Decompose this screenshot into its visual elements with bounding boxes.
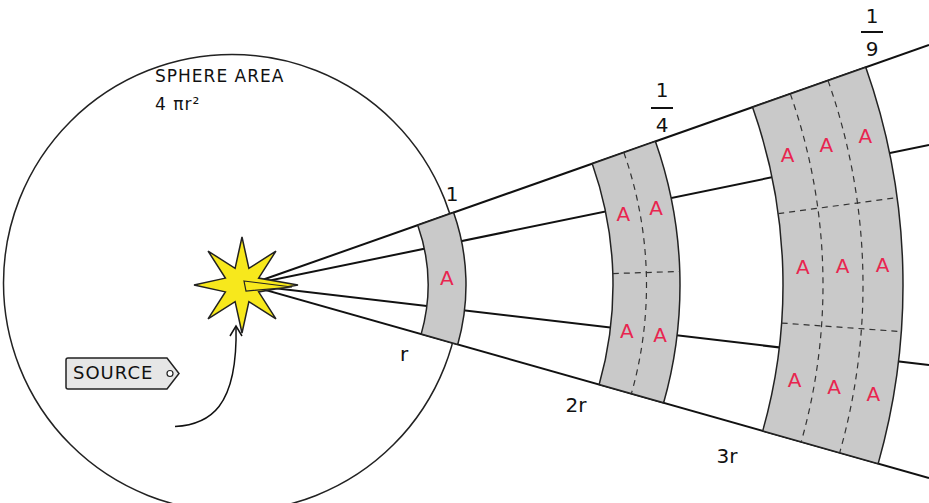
- area-letter: A: [653, 324, 667, 347]
- area-letter: A: [859, 125, 873, 148]
- source-tag: SOURCE: [65, 357, 180, 390]
- fraction-bar: [861, 31, 883, 33]
- outline: [2, 53, 462, 503]
- sphere-outline: [4, 55, 461, 503]
- sphere-circle: SPHERE AREA 4 πr² SOURCE: [2, 53, 462, 503]
- area-letter: A: [620, 320, 634, 343]
- area-letter: A: [649, 197, 663, 220]
- intensity-label: 1: [446, 183, 459, 206]
- intensity-label: 4: [656, 114, 669, 137]
- light-source-star: [194, 237, 298, 333]
- star-shape: [194, 237, 298, 333]
- area-letter: A: [876, 254, 890, 277]
- patch-outline: [418, 213, 466, 345]
- intensity-label: 9: [866, 38, 879, 61]
- area-letter: A: [788, 369, 802, 392]
- distance-label: r: [400, 343, 408, 366]
- area-letter: A: [827, 376, 841, 399]
- leader-arrow: [175, 326, 242, 427]
- grid-line: [624, 153, 647, 394]
- area-letter: A: [867, 383, 881, 406]
- distance-label: 2r: [566, 394, 587, 417]
- area-letter: A: [440, 267, 454, 290]
- intensity-label: 1: [866, 5, 879, 28]
- light-rays: [248, 45, 929, 478]
- area-letter: A: [820, 134, 834, 157]
- patch-outline: [753, 67, 903, 463]
- outline: [589, 138, 683, 406]
- tag-outline: [66, 358, 179, 389]
- formula-text: SPHERE AREA: [155, 67, 284, 87]
- tag-label: SOURCE: [73, 363, 153, 384]
- area-patch: A: [414, 209, 469, 348]
- area-letter: A: [836, 255, 850, 278]
- grid-line: [778, 198, 897, 214]
- patch-outline: [592, 141, 680, 402]
- intensity-label: 1: [656, 79, 669, 102]
- area-letter: A: [796, 256, 810, 279]
- area-patch: AAAA: [589, 138, 683, 406]
- star-spike: [244, 281, 292, 291]
- area-letter: A: [781, 144, 795, 167]
- grid-line: [782, 323, 902, 332]
- distance-label: 3r: [717, 445, 738, 468]
- tag-hole: [167, 371, 173, 377]
- area-patch: A A A A A A A A A: [749, 64, 906, 467]
- fraction-bar: [651, 107, 673, 109]
- area-letter: A: [616, 203, 630, 226]
- formula-text: 4 πr²: [155, 95, 200, 115]
